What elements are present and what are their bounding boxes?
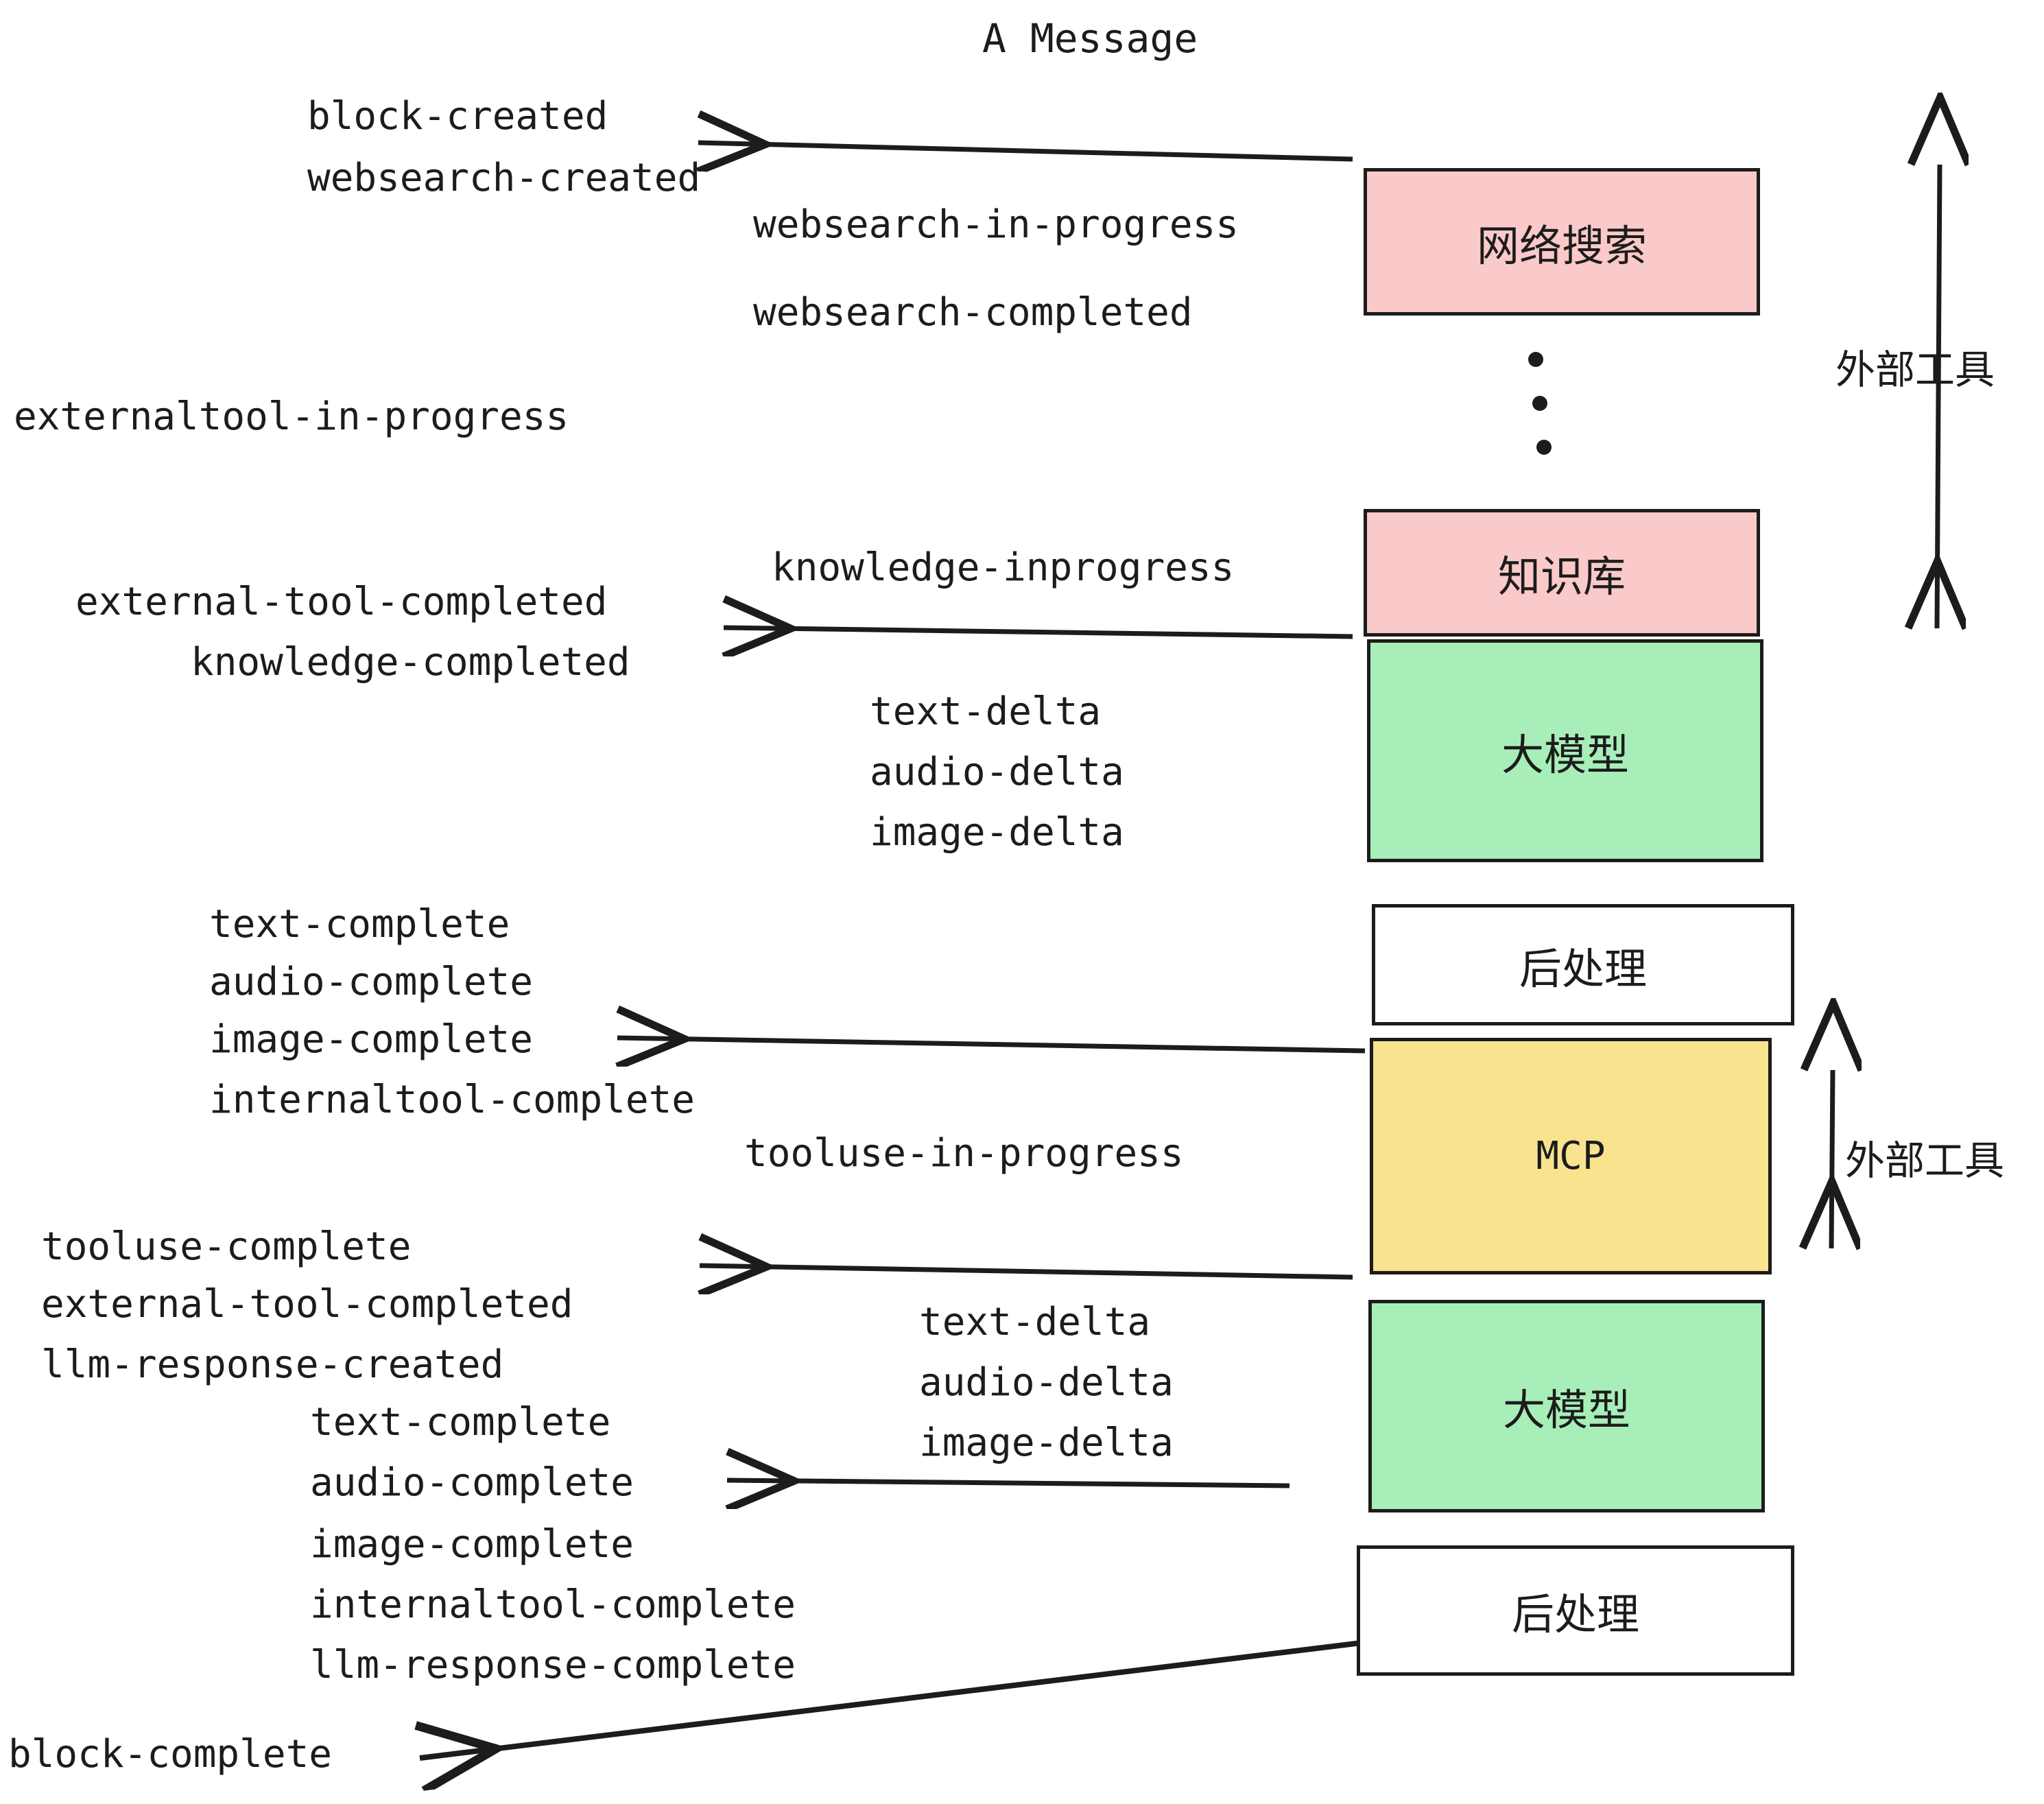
ellipsis-dot-2: [1532, 396, 1547, 411]
stage-box-llm-second[interactable]: 大模型: [1368, 1300, 1765, 1512]
event-label-websearch-in-progress: websearch-in-progress: [753, 202, 1239, 247]
stage-box-postprocess-first[interactable]: 后处理: [1372, 904, 1794, 1025]
event-label-text-delta-1: text-delta: [870, 689, 1102, 734]
event-label-llm-response-created: llm-response-created: [41, 1342, 504, 1387]
event-label-image-delta-1: image-delta: [870, 810, 1124, 855]
event-label-knowledge-completed: knowledge-completed: [191, 640, 630, 685]
arrow-mcp-to-tooluse-complete: [700, 1266, 1353, 1277]
stage-box-mcp-label: MCP: [1536, 1134, 1606, 1178]
event-label-external-tool-completed-1: external-tool-completed: [75, 580, 608, 624]
stage-box-postprocess-second[interactable]: 后处理: [1357, 1545, 1794, 1676]
stage-box-websearch[interactable]: 网络搜索: [1364, 168, 1760, 316]
event-label-image-delta-2: image-delta: [919, 1421, 1174, 1465]
event-label-image-complete-2: image-complete: [310, 1522, 634, 1567]
event-label-externaltool-in-progress: externaltool-in-progress: [14, 394, 569, 439]
stage-box-mcp[interactable]: MCP: [1370, 1038, 1772, 1274]
arrow-websearch-to-block-created: [698, 143, 1353, 159]
event-label-audio-delta-1: audio-delta: [870, 750, 1124, 794]
stage-box-knowledge-label: 知识库: [1497, 551, 1626, 602]
arrow-llm-to-audio-complete: [727, 1480, 1290, 1486]
event-label-text-complete-1: text-complete: [209, 902, 510, 947]
stage-box-knowledge[interactable]: 知识库: [1364, 509, 1760, 637]
side-label-external-tool-top: 外部工具: [1835, 346, 1995, 393]
event-label-audio-delta-2: audio-delta: [919, 1360, 1174, 1405]
event-label-block-created: block-created: [307, 94, 608, 139]
stage-box-postprocess-second-label: 后处理: [1511, 1589, 1639, 1639]
event-label-internaltool-complete-1: internaltool-complete: [209, 1078, 696, 1122]
event-label-text-delta-2: text-delta: [919, 1300, 1151, 1344]
arrow-postprocess-to-image-complete: [617, 1038, 1366, 1051]
side-label-external-tool-bottom: 外部工具: [1845, 1137, 2005, 1184]
stage-box-llm-first-label: 大模型: [1501, 729, 1629, 780]
event-label-tooluse-complete: tooluse-complete: [41, 1224, 412, 1269]
event-label-external-tool-completed-2: external-tool-completed: [41, 1282, 573, 1327]
event-label-tooluse-in-progress: tooluse-in-progress: [744, 1131, 1184, 1176]
event-label-block-complete: block-complete: [8, 1732, 333, 1777]
stage-box-llm-second-label: 大模型: [1502, 1385, 1630, 1435]
ellipsis-dot-1: [1528, 352, 1543, 367]
event-label-text-complete-2: text-complete: [310, 1400, 611, 1445]
stage-box-llm-first[interactable]: 大模型: [1367, 639, 1763, 862]
bracket-arrow-external-tool-top: [1937, 165, 1940, 628]
event-label-audio-complete-1: audio-complete: [209, 960, 534, 1004]
stage-box-websearch-label: 网络搜索: [1476, 220, 1647, 271]
event-label-internaltool-complete-2: internaltool-complete: [310, 1582, 796, 1627]
event-label-knowledge-inprogress: knowledge-inprogress: [772, 545, 1235, 590]
ellipsis-dot-3: [1536, 440, 1552, 455]
stage-box-postprocess-first-label: 后处理: [1519, 943, 1647, 994]
page-title: A Message: [982, 15, 1198, 62]
arrow-knowledge-to-completed: [724, 628, 1353, 637]
event-label-image-complete-1: image-complete: [209, 1017, 534, 1062]
event-label-audio-complete-2: audio-complete: [310, 1460, 634, 1505]
event-label-llm-response-complete: llm-response-complete: [310, 1643, 796, 1687]
event-label-websearch-completed: websearch-completed: [753, 290, 1193, 335]
event-label-websearch-created: websearch-created: [307, 156, 701, 200]
bracket-arrow-external-tool-bottom: [1831, 1070, 1833, 1248]
